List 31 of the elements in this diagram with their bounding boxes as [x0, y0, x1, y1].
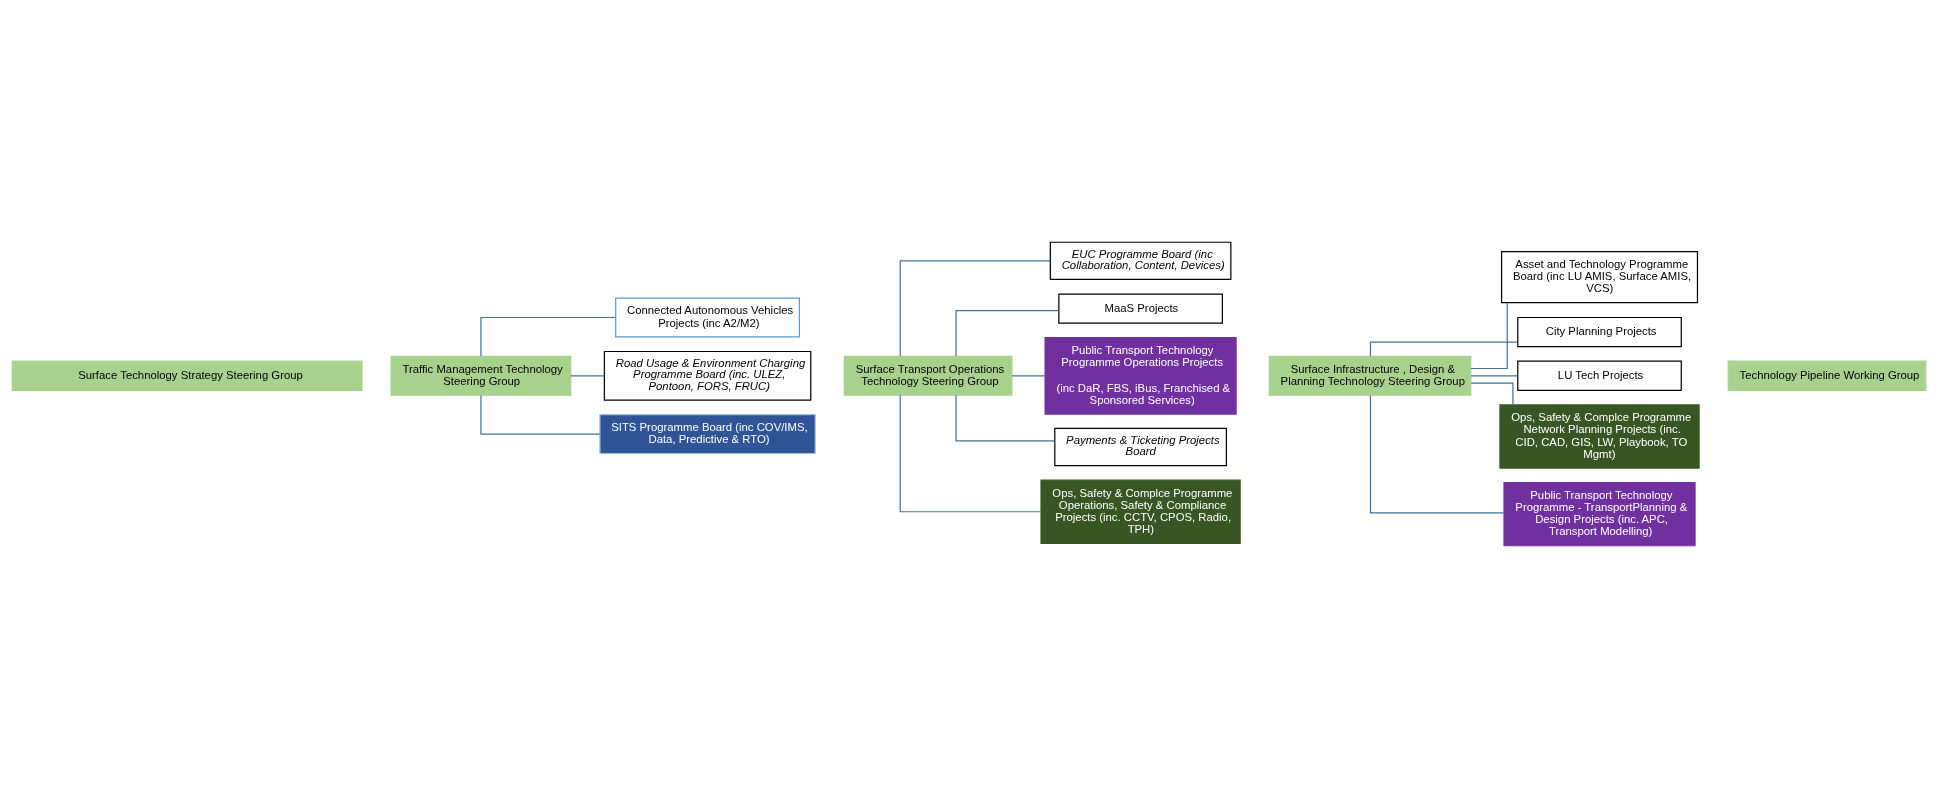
node-box: Technology Pipeline Working Group: [1727, 360, 1926, 391]
node-box: Public Transport Technology Programme Operations Projects (inc DaR, FBS, iBus, Franchised & Sponsored Services): [1043, 336, 1237, 415]
connector: [1369, 341, 1518, 357]
node-box: Asset and Technology Programme Board (inc LU AMIS, Surface AMIS, VCS): [1500, 250, 1698, 304]
connector: [1369, 394, 1504, 514]
node-box: Public Transport Technology Programme - TransportPlanning & Design Projects (inc. APC, Transport Modelling): [1502, 482, 1696, 547]
node-box: Ops, Safety & Complce Programme Network Planning Projects (inc. CID, CAD, GIS, LW, Playbook, TO Mgmt): [1498, 404, 1700, 469]
connector: [899, 394, 1041, 513]
connector: [1469, 375, 1518, 377]
node-box: EUC Programme Board (inc Collaboration, Content, Devices): [1049, 241, 1231, 281]
node-box: MaaS Projects: [1057, 293, 1223, 324]
node-box: Road Usage & Environment Charging Programme Board (inc. ULEZ, Pontoon, FORS, FRUC): [603, 350, 811, 401]
node-box: SITS Programme Board (inc COV/IMS, Data, Predictive & RTO): [598, 414, 816, 455]
node-box: Traffic Management Technology Steering Group: [390, 355, 571, 396]
connector: [954, 310, 1059, 357]
node-box: Payments & Ticketing Projects Board: [1053, 427, 1227, 467]
connector: [479, 316, 616, 357]
node-box: Connected Autonomous Vehicles Projects (inc A2/M2): [614, 297, 800, 338]
node-box: Surface Infrastructure , Design & Planning Technology Steering Group: [1268, 355, 1471, 396]
node-box: Ops, Safety & Complce Programme Operations, Safety & Compliance Projects (inc. CCTV, CPOS, Radio, TPH): [1039, 479, 1241, 544]
connector: [479, 394, 600, 435]
node-box: Surface Technology Strategy Steering Group: [11, 360, 363, 391]
connector: [1011, 375, 1046, 377]
connector: [569, 375, 605, 377]
node-box: LU Tech Projects: [1516, 360, 1682, 391]
connector: [899, 260, 1051, 357]
node-box: Surface Transport Operations Technology Steering Group: [843, 355, 1012, 396]
connector: [1469, 302, 1508, 370]
connector: [1470, 382, 1514, 406]
node-box: City Planning Projects: [1516, 316, 1682, 348]
connector: [954, 394, 1055, 442]
